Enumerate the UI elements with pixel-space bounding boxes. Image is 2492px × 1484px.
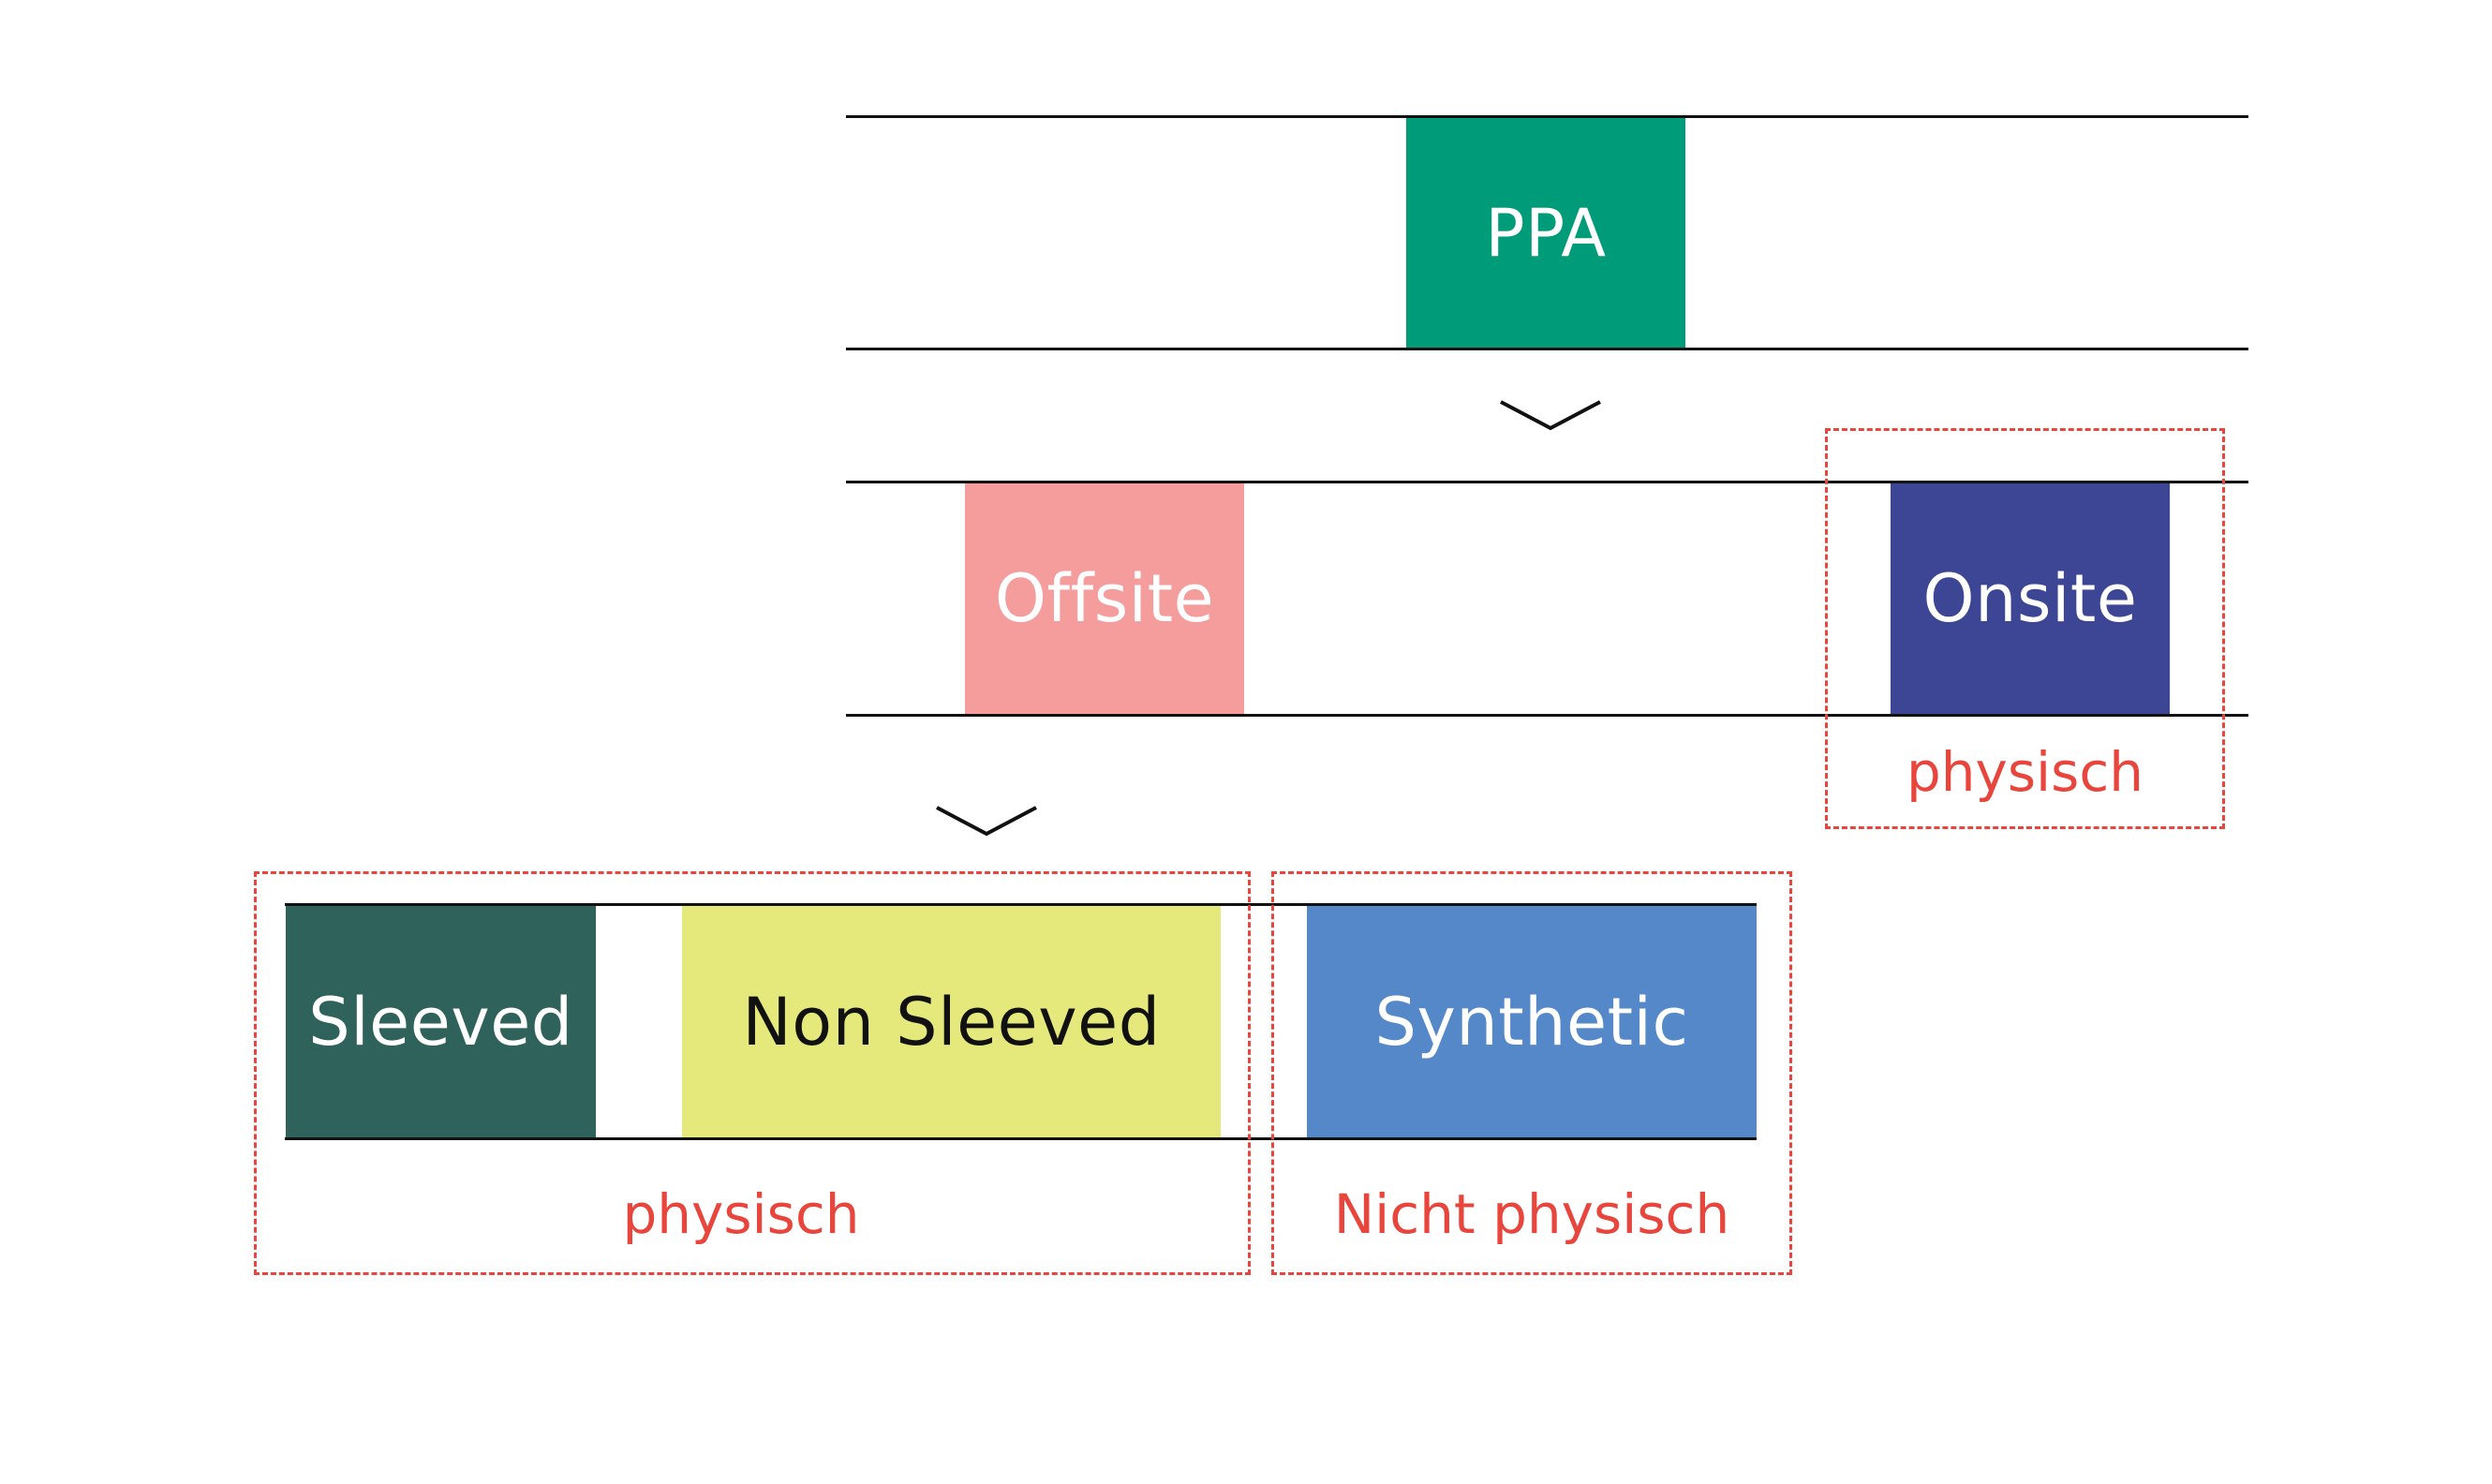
synthetic-label: Synthetic <box>1374 983 1689 1061</box>
offsite-label: Offsite <box>994 560 1215 637</box>
physical-group <box>254 871 1251 1275</box>
level3-bottom-line <box>285 1137 1757 1140</box>
onsite-group-label: physisch <box>1906 740 2144 804</box>
ppa-label: PPA <box>1485 194 1607 272</box>
nonphysical-group-label: Nicht physisch <box>1333 1182 1730 1246</box>
level2-top-line <box>846 481 2248 483</box>
offsite-box: Offsite <box>965 483 1244 714</box>
ppa-box: PPA <box>1406 118 1685 348</box>
chevron-down-icon <box>1500 400 1601 431</box>
sleeved-box: Sleeved <box>286 906 596 1137</box>
chevron-down-icon <box>936 806 1037 837</box>
level2-bottom-line <box>846 714 2248 717</box>
non-sleeved-label: Non Sleeved <box>742 983 1161 1061</box>
level3-top-line <box>285 903 1757 906</box>
onsite-physical-group <box>1825 428 2225 829</box>
non-sleeved-box: Non Sleeved <box>682 906 1221 1137</box>
onsite-box: Onsite <box>1891 483 2170 714</box>
synthetic-box: Synthetic <box>1307 906 1757 1137</box>
nonphysical-group <box>1271 871 1792 1275</box>
sleeved-label: Sleeved <box>308 983 573 1061</box>
level1-top-line <box>846 115 2248 118</box>
level1-bottom-line <box>846 348 2248 350</box>
physical-group-label: physisch <box>622 1182 860 1246</box>
onsite-label: Onsite <box>1922 560 2138 637</box>
